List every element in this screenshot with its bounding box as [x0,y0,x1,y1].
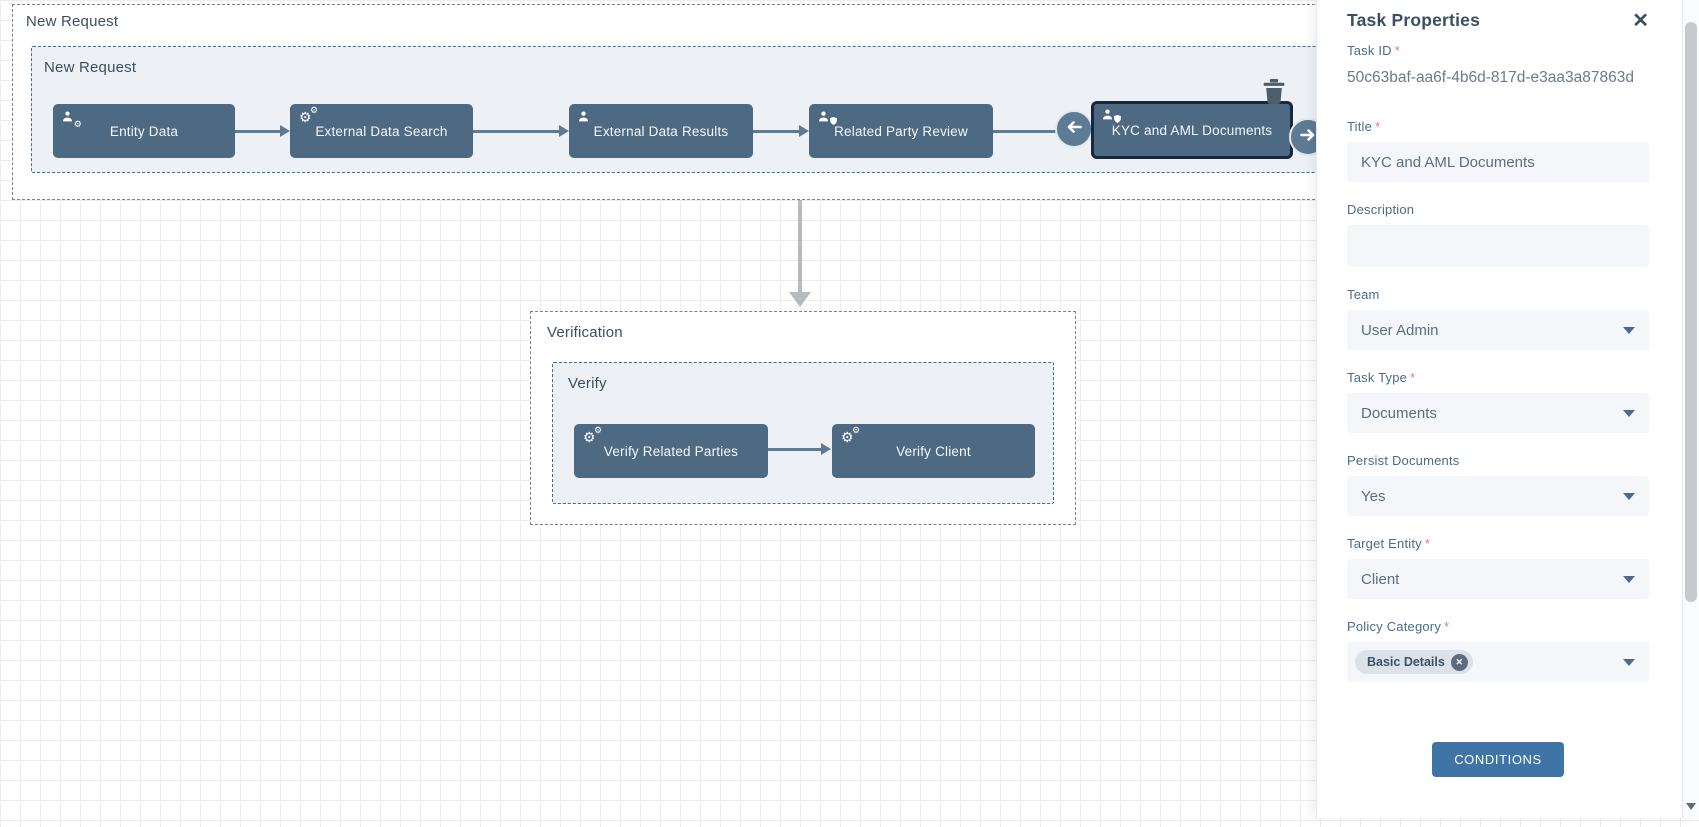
user-shield-icon [818,110,838,127]
connector [753,125,809,137]
task-node-verify-related-parties[interactable]: ⚙⚙ Verify Related Parties [574,424,768,478]
task-node-label: Verify Client [896,443,971,459]
panel-scrollbar-track[interactable] [1682,0,1699,818]
arrow-right-icon [1298,125,1318,150]
field-label: Target Entity* [1347,536,1431,551]
field-task-type: Task Type* Documents [1347,370,1649,433]
group-label-new-request-outer: New Request [26,13,119,30]
required-marker: * [1444,619,1450,634]
field-persist-documents: Persist Documents Yes [1347,453,1649,516]
task-node-label: Entity Data [109,123,179,139]
task-type-select-value: Documents [1361,404,1437,422]
task-node-verify-client[interactable]: ⚙⚙ Verify Client [832,424,1035,478]
arrowhead-icon [280,125,290,137]
task-node-external-data-search[interactable]: ⚙⚙ External Data Search [290,104,473,158]
field-label: Task ID* [1347,43,1401,58]
panel-scrollbar-thumb[interactable] [1685,22,1697,602]
task-node-kyc-and-aml-documents[interactable]: KYC and AML Documents [1091,101,1293,159]
chevron-down-icon [1623,658,1635,666]
panel-title: Task Properties [1347,10,1481,30]
arrowhead-icon [559,125,569,137]
trash-icon [1263,79,1285,104]
team-select[interactable]: User Admin [1347,310,1649,350]
target-entity-select[interactable]: Client [1347,559,1649,599]
task-node-label: External Data Search [315,123,448,139]
title-input[interactable] [1347,142,1649,182]
field-target-entity: Target Entity* Client [1347,536,1649,599]
policy-category-chip[interactable]: Basic Details ✕ [1355,650,1473,674]
connector [473,125,569,137]
task-id-value: 50c63baf-aa6f-4b6d-817d-e3aa3a87863d [1347,69,1634,86]
arrowhead-icon [821,443,831,455]
arrow-left-icon [1064,117,1084,142]
field-description: Description [1347,202,1649,267]
chevron-down-icon [1623,326,1635,334]
user-gear-icon: ⚙ [62,110,82,129]
required-marker: * [1410,370,1416,385]
field-policy-category: Policy Category* Basic Details ✕ [1347,619,1649,682]
task-properties-panel: Task Properties ✕ Task ID* 50c63baf-aa6f… [1316,0,1699,818]
cogs-icon: ⚙⚙ [841,425,861,445]
policy-category-select[interactable]: Basic Details ✕ [1347,642,1649,682]
conditions-button[interactable]: CONDITIONS [1432,742,1564,777]
chevron-down-icon [1623,575,1635,583]
description-input[interactable] [1347,225,1649,267]
scrollbar-down-icon[interactable] [1686,803,1696,810]
field-label: Team [1347,287,1380,302]
arrowhead-down-icon [789,292,811,307]
task-node-entity-data[interactable]: ⚙ Entity Data [53,104,235,158]
cogs-icon: ⚙⚙ [583,425,603,445]
user-icon [578,110,598,127]
team-select-value: User Admin [1361,321,1439,339]
user-shield-icon [1102,108,1122,125]
delete-node-button[interactable] [1261,78,1287,106]
target-entity-select-value: Client [1361,570,1400,588]
field-label: Task Type* [1347,370,1416,385]
persist-documents-select[interactable]: Yes [1347,476,1649,516]
field-label: Policy Category* [1347,619,1450,634]
persist-documents-select-value: Yes [1361,487,1386,505]
field-team: Team User Admin [1347,287,1649,350]
connector [768,443,831,455]
arrowhead-icon [799,125,809,137]
close-icon[interactable]: ✕ [1632,9,1649,32]
connector [235,125,290,137]
field-label: Persist Documents [1347,453,1460,468]
task-node-label: Verify Related Parties [603,443,739,459]
group-label-verification: Verification [547,324,623,341]
required-marker: * [1424,536,1431,551]
task-node-label: External Data Results [593,123,729,139]
task-node-external-data-results[interactable]: External Data Results [569,104,753,158]
task-node-label: KYC and AML Documents [1111,122,1273,138]
required-marker: * [1394,43,1401,58]
task-node-label: Related Party Review [834,123,968,139]
chevron-down-icon [1623,409,1635,417]
nav-previous-button[interactable] [1055,110,1093,148]
required-marker: * [1375,119,1381,134]
field-title: Title* [1347,119,1649,182]
panel-header: Task Properties ✕ [1347,10,1649,31]
task-node-related-party-review[interactable]: Related Party Review [809,104,993,158]
chip-remove-icon[interactable]: ✕ [1450,653,1468,671]
connector [993,130,1063,133]
task-type-select[interactable]: Documents [1347,393,1649,433]
cogs-icon: ⚙⚙ [299,105,319,125]
group-label-new-request-inner: New Request [44,59,137,76]
field-task-id: Task ID* 50c63baf-aa6f-4b6d-817d-e3aa3a8… [1347,43,1649,89]
field-label: Description [1347,202,1415,217]
field-label: Title* [1347,119,1381,134]
chip-label: Basic Details [1367,655,1445,669]
group-label-verify: Verify [568,375,607,392]
connector-vertical [798,200,802,293]
chevron-down-icon [1623,492,1635,500]
